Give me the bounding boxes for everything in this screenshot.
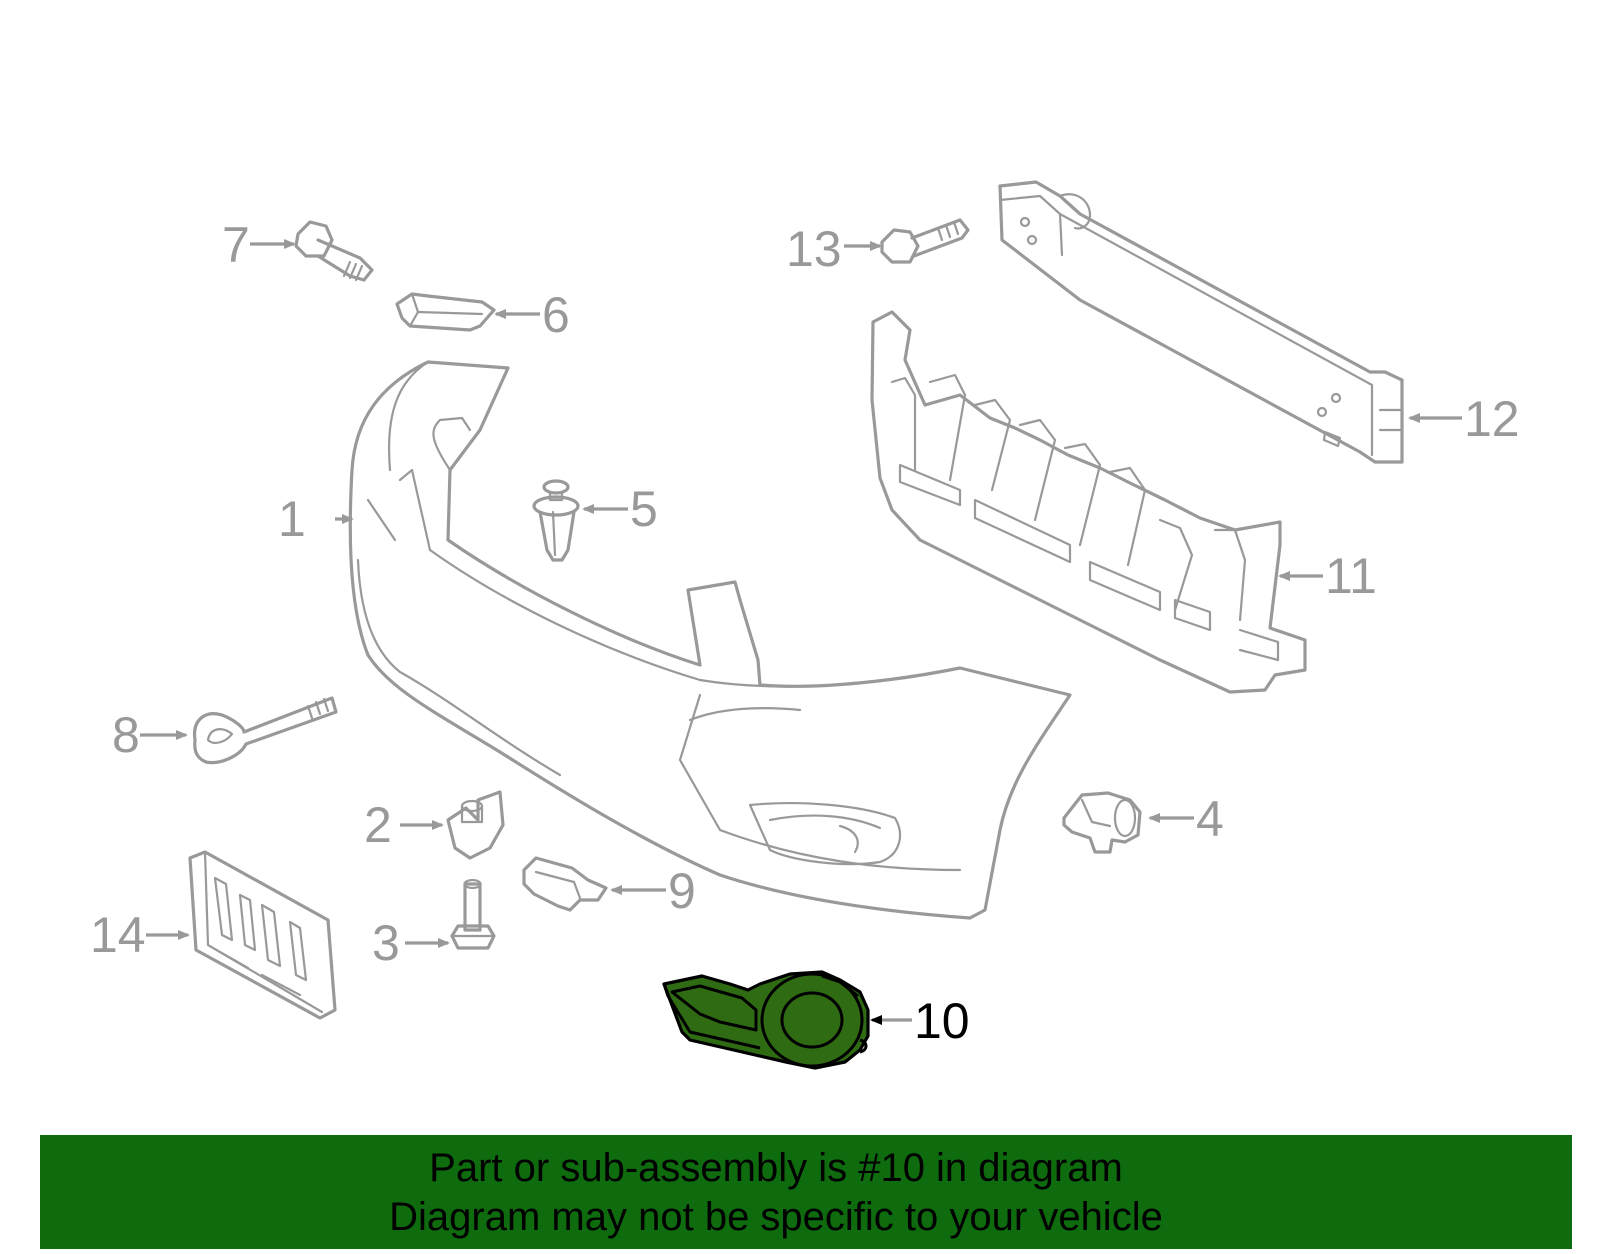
part-6-clip[interactable] (395, 292, 496, 332)
callout-8[interactable]: 8 (112, 707, 140, 763)
callout-10[interactable]: 10 (914, 993, 970, 1049)
part-11-energy-absorber[interactable] (870, 310, 1307, 694)
callout-13[interactable]: 13 (786, 221, 842, 277)
part-5-push-clip[interactable] (532, 479, 580, 562)
part-3-bolt[interactable] (450, 878, 496, 950)
part-13-bolt[interactable] (880, 218, 970, 264)
banner-line-2: Diagram may not be specific to your vehi… (389, 1195, 1163, 1239)
callout-4[interactable]: 4 (1196, 791, 1224, 847)
part-2-retainer[interactable] (446, 790, 505, 860)
callout-2[interactable]: 2 (364, 797, 392, 853)
info-banner: Part or sub-assembly is #10 in diagram D… (40, 1135, 1572, 1249)
callout-9[interactable]: 9 (668, 863, 696, 919)
part-10-fog-lamp-bezel[interactable] (662, 970, 870, 1070)
callout-6[interactable]: 6 (542, 287, 570, 343)
part-9-clip[interactable] (522, 856, 608, 912)
part-14-license-bracket[interactable] (188, 850, 337, 1020)
part-4-bracket[interactable] (1062, 791, 1142, 854)
callout-11[interactable]: 11 (1325, 548, 1377, 604)
part-12-reinforcement-beam[interactable] (998, 180, 1404, 464)
callout-12[interactable]: 12 (1464, 391, 1520, 447)
callout-1[interactable]: 1 (278, 491, 306, 547)
part-1-bumper-cover[interactable] (348, 360, 1072, 920)
part-7-bolt[interactable] (294, 220, 374, 282)
banner-line-1: Part or sub-assembly is #10 in diagram (429, 1146, 1123, 1190)
callout-7[interactable]: 7 (222, 217, 250, 273)
callout-14[interactable]: 14 (90, 907, 146, 963)
callout-5[interactable]: 5 (630, 481, 658, 537)
callout-3[interactable]: 3 (372, 915, 400, 971)
part-8-tow-eye[interactable] (193, 696, 338, 765)
